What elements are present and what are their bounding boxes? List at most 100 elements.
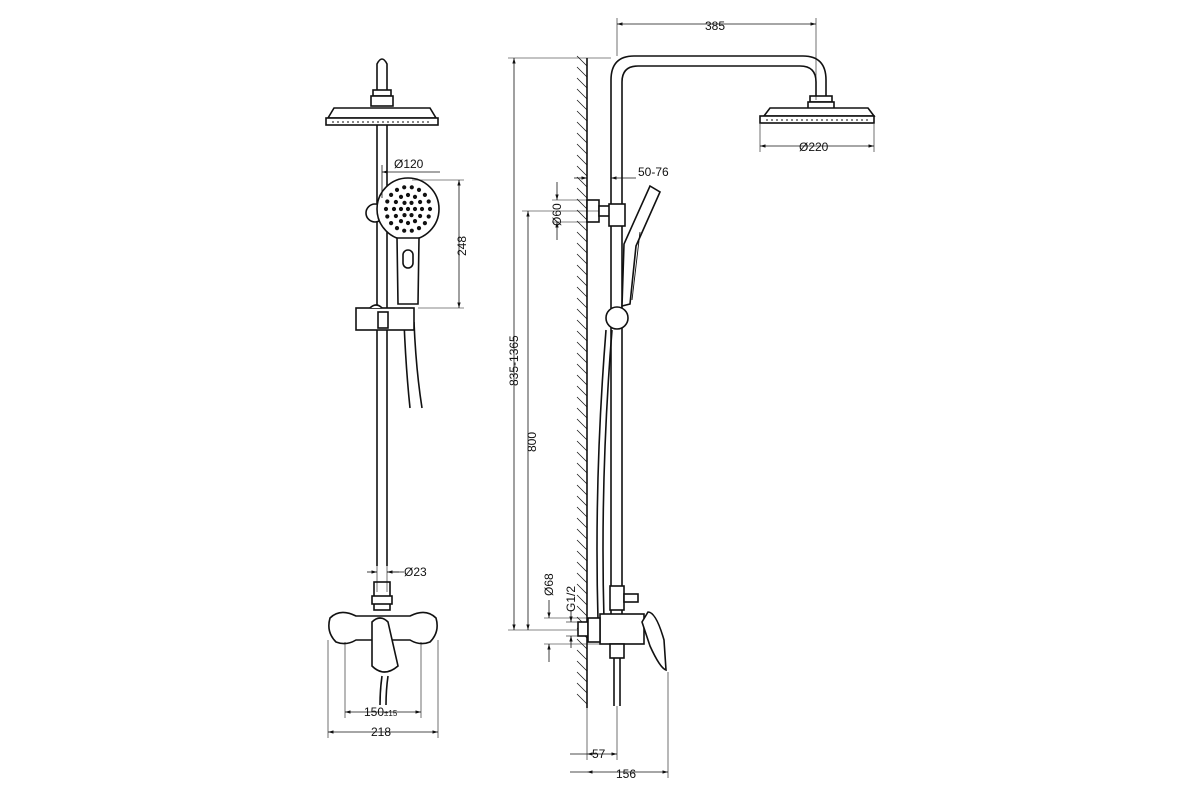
wall — [576, 55, 588, 708]
spray-nozzle — [412, 219, 418, 224]
wall-holder-side — [586, 199, 626, 227]
spray-nozzle — [402, 185, 407, 190]
spray-nozzle — [422, 221, 427, 226]
hand-shower-side — [621, 184, 662, 308]
dim-total-height: 835-1365 — [507, 335, 521, 386]
wall-hatch-line — [576, 682, 588, 694]
spray-nozzle — [416, 187, 422, 192]
wall-hatch-line — [576, 495, 588, 507]
wall-hatch-line — [576, 198, 588, 210]
dim-thread-size: G1/2 — [564, 586, 578, 612]
wall-hatch-line — [576, 55, 588, 67]
wall-hatch-line — [576, 77, 588, 89]
side-view — [576, 55, 876, 708]
dim-wall-clearance: 50-76 — [638, 165, 669, 179]
mixer-side — [577, 585, 667, 706]
wall-hatch-line — [576, 352, 588, 364]
wall-hatch-line — [576, 176, 588, 188]
front-view — [325, 58, 440, 706]
dim-flange-diameter: Ø68 — [542, 573, 556, 596]
wall-hatch-line — [576, 451, 588, 463]
wall-hatch-line — [576, 209, 588, 221]
wall-hatch-line — [576, 594, 588, 606]
wall-hatch-line — [576, 110, 588, 122]
wall-hatch-line — [576, 660, 588, 672]
wall-hatch-line — [576, 319, 588, 331]
dim-pipe-diameter: Ø23 — [404, 565, 427, 579]
wall-hatch-line — [576, 297, 588, 309]
spray-nozzle — [385, 199, 390, 204]
wall-hatch-line — [576, 231, 588, 243]
rain-shower-head-front — [325, 107, 439, 126]
spray-nozzle — [409, 200, 414, 205]
spray-nozzle — [409, 228, 414, 233]
wall-hatch-line — [576, 154, 588, 166]
wall-hatch-line — [576, 374, 588, 386]
wall-hatch-line — [576, 429, 588, 441]
spray-nozzle — [427, 206, 433, 212]
spray-nozzle — [405, 220, 411, 226]
spray-nozzle — [398, 219, 404, 224]
wall-hatch-line — [576, 385, 588, 397]
spray-nozzle — [393, 213, 398, 219]
wall-hatch-line — [576, 275, 588, 287]
wall-hatch-line — [576, 264, 588, 276]
wall-hatch-line — [576, 539, 588, 551]
spray-nozzle — [398, 206, 404, 212]
spray-nozzle — [412, 206, 418, 212]
wall-hatch-line — [576, 341, 588, 353]
spray-nozzle — [416, 226, 422, 231]
dim-holder-height: 800 — [525, 432, 539, 452]
wall-hatch-line — [576, 484, 588, 496]
wall-hatch-line — [576, 473, 588, 485]
slider-knob-side — [605, 306, 629, 330]
spray-nozzle — [409, 185, 414, 190]
spray-nozzle — [405, 192, 411, 198]
wall-hatch-line — [576, 605, 588, 617]
wall-hatch-line — [576, 187, 588, 199]
spray-nozzle — [418, 199, 423, 205]
wall-hatch-line — [576, 121, 588, 133]
dim-arm-reach: 385 — [705, 19, 725, 33]
wall-hatch-line — [576, 550, 588, 562]
dimension-labels: Ø120 248 Ø23 150±15 218 385 Ø220 50-76 Ø… — [364, 19, 829, 781]
spray-nozzle — [389, 192, 394, 197]
wall-hatch-line — [576, 418, 588, 430]
wall-hatch-line — [576, 407, 588, 419]
mixer-front — [328, 611, 438, 706]
spray-nozzle — [402, 213, 407, 218]
wall-hatch-line — [576, 99, 588, 111]
wall-hatch-line — [576, 462, 588, 474]
wall-hatch-line — [576, 253, 588, 265]
spray-nozzle — [398, 194, 404, 199]
dim-hand-shower-height: 248 — [455, 236, 469, 256]
wall-hatch-line — [576, 528, 588, 540]
spray-nozzle — [391, 206, 397, 212]
wall-hatch-line — [576, 286, 588, 298]
wall-hatch-line — [576, 66, 588, 78]
wall-hatch-line — [576, 242, 588, 254]
spray-nozzle — [405, 206, 411, 212]
wall-hatch-line — [576, 88, 588, 100]
wall-hatch-line — [576, 308, 588, 320]
dim-holder-diameter: Ø60 — [550, 203, 564, 226]
spray-nozzle — [422, 192, 427, 197]
wall-hatch-line — [576, 506, 588, 518]
spray-nozzle — [402, 200, 407, 205]
slide-holder-front — [355, 304, 415, 331]
wall-hatch-line — [576, 649, 588, 661]
wall-hatch-line — [576, 363, 588, 375]
spray-nozzle — [394, 226, 400, 231]
spray-nozzle — [393, 199, 398, 205]
wall-hatch-line — [576, 671, 588, 683]
spray-nozzle — [419, 206, 425, 212]
dim-mixer-depth: 156 — [616, 767, 636, 781]
spray-nozzle — [418, 213, 423, 219]
dimension-lines — [327, 18, 875, 778]
wall-hatch-line — [576, 220, 588, 232]
hand-shower-front — [365, 177, 440, 305]
spray-nozzle — [385, 214, 390, 219]
wall-hatch-line — [576, 693, 588, 705]
dim-inlet-spacing: 150±15 — [364, 705, 398, 719]
